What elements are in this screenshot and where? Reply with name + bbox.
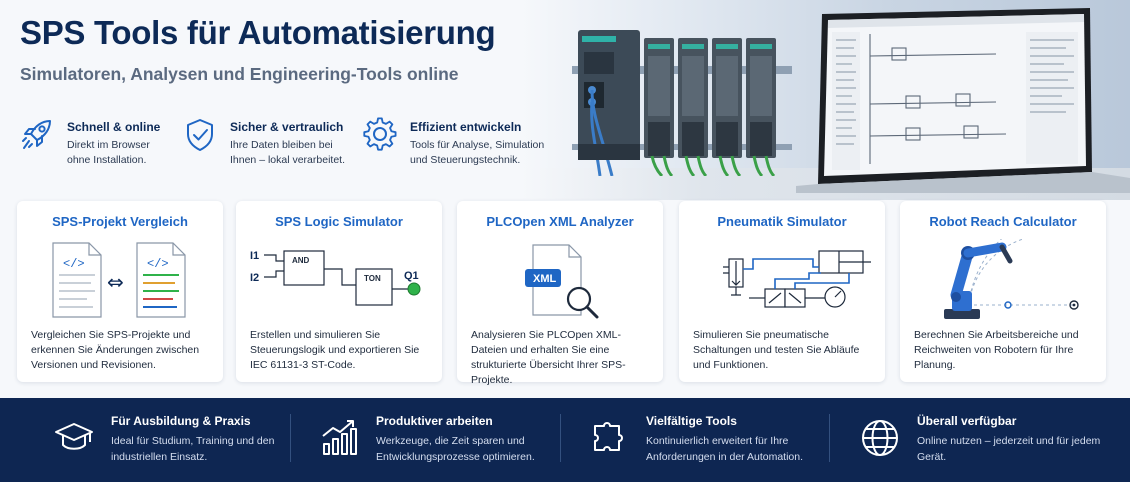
timer-block-label: TON — [364, 274, 381, 283]
benefit-desc: Kontinuierlich erweitert für Ihre Anford… — [646, 435, 804, 463]
benefit-education: Für Ausbildung & Praxis Ideal für Studiu… — [54, 414, 294, 470]
globe-icon — [862, 420, 898, 456]
card-description: Berechnen Sie Arbeitsbereiche und Reichw… — [914, 329, 1079, 371]
card-description: Analysieren Sie PLCOpen XML-Dateien und … — [471, 329, 626, 386]
graduation-cap-icon — [55, 423, 93, 450]
robot-arm-illustration — [944, 239, 1079, 319]
puzzle-icon — [594, 422, 623, 451]
feature-title: Effizient entwickeln — [410, 120, 522, 134]
benefit-productivity: Produktiver arbeiten Werkzeuge, die Zeit… — [319, 414, 569, 470]
benefit-title: Vielfältige Tools — [646, 414, 737, 428]
xml-analyzer-illustration: XML — [525, 244, 599, 319]
code-glyph-right: </> — [147, 257, 169, 271]
feature-efficient: Effizient entwickeln Tools für Analyse, … — [363, 117, 563, 177]
card-title: PLCOpen XML Analyzer — [486, 214, 634, 229]
card-title: Pneumatik Simulator — [717, 214, 847, 229]
xml-badge — [525, 269, 561, 287]
hero-section: SPS Tools für Automatisierung Simulatore… — [0, 0, 1130, 200]
tool-card-pneumatik-simulator[interactable]: Pneumatik Simulator Simulieren Sie pneum… — [679, 201, 885, 382]
feature-fast-online: Schnell & online Direkt im Browser ohne … — [20, 117, 180, 177]
compare-documents-illustration: </> ⇔ </> — [52, 242, 186, 318]
card-description: Vergleichen Sie SPS-Projekte und erkenne… — [31, 329, 200, 371]
tool-card-robot-reach-calculator[interactable]: Robot Reach Calculator Berechnen Sie Arb… — [900, 201, 1106, 382]
output-status-light — [407, 282, 421, 296]
pneumatic-circuit-illustration — [723, 250, 871, 308]
input-label-i1: I1 — [250, 250, 259, 262]
page-subtitle: Simulatoren, Analysen und Engineering-To… — [20, 64, 459, 84]
growth-chart-icon — [322, 420, 357, 455]
feature-title: Sicher & vertraulich — [230, 120, 344, 134]
shield-check-icon — [187, 119, 213, 151]
page-title: SPS Tools für Automatisierung — [20, 14, 496, 51]
benefit-title: Überall verfügbar — [917, 414, 1017, 428]
card-description: Simulieren Sie pneumatische Schaltungen … — [693, 329, 860, 371]
plc-hardware-image — [572, 30, 792, 176]
benefit-desc: Werkzeuge, die Zeit sparen und Entwicklu… — [376, 435, 535, 463]
benefit-title: Für Ausbildung & Praxis — [111, 414, 251, 428]
benefit-tools: Vielfältige Tools Kontinuierlich erweite… — [589, 414, 829, 470]
output-label-q1: Q1 — [404, 270, 419, 282]
feature-title: Schnell & online — [67, 120, 161, 134]
rocket-icon — [22, 120, 51, 149]
card-description: Erstellen und simulieren Sie Steuerungsl… — [250, 329, 420, 371]
logic-circuit-illustration: I1 I2 AND TON Q1 — [250, 250, 421, 306]
gear-icon — [363, 117, 397, 151]
benefit-title: Produktiver arbeiten — [376, 414, 493, 428]
tool-card-plcopen-xml-analyzer[interactable]: PLCOpen XML Analyzer XML Analysieren Sie… — [457, 201, 663, 386]
code-glyph-left: </> — [63, 257, 85, 271]
feature-desc: Tools für Analyse, Simulation und Steuer… — [410, 139, 545, 166]
divider — [829, 414, 830, 462]
tool-card-sps-projekt-vergleich[interactable]: SPS-Projekt Vergleich </> ⇔ </> Vergleic… — [17, 201, 223, 382]
benefit-desc: Online nutzen – jederzeit und für jedem … — [917, 435, 1101, 463]
xml-badge-label: XML — [533, 273, 557, 285]
feature-secure: Sicher & vertraulich Ihre Daten bleiben … — [183, 117, 353, 177]
card-title: SPS Logic Simulator — [275, 214, 403, 229]
card-title: Robot Reach Calculator — [929, 214, 1077, 229]
benefit-availability: Überall verfügbar Online nutzen – jederz… — [860, 414, 1100, 470]
card-title: SPS-Projekt Vergleich — [52, 214, 188, 229]
document-icon-left — [52, 242, 102, 318]
feature-desc: Direkt im Browser ohne Installation. — [67, 139, 150, 166]
compare-arrow-icon: ⇔ — [107, 270, 124, 294]
input-label-i2: I2 — [250, 272, 259, 284]
magnifier-icon — [566, 286, 599, 319]
divider — [560, 414, 561, 462]
benefits-band: Für Ausbildung & Praxis Ideal für Studiu… — [0, 398, 1130, 482]
divider — [290, 414, 291, 462]
tool-card-sps-logic-simulator[interactable]: SPS Logic Simulator I1 I2 AND TON Q1 Ers… — [236, 201, 442, 382]
and-gate-label: AND — [292, 256, 310, 265]
benefit-desc: Ideal für Studium, Training und den indu… — [111, 435, 275, 463]
laptop-ladder-editor-image — [796, 8, 1130, 193]
document-icon-right — [136, 242, 186, 318]
feature-desc: Ihre Daten bleiben bei Ihnen – lokal ver… — [230, 139, 345, 166]
